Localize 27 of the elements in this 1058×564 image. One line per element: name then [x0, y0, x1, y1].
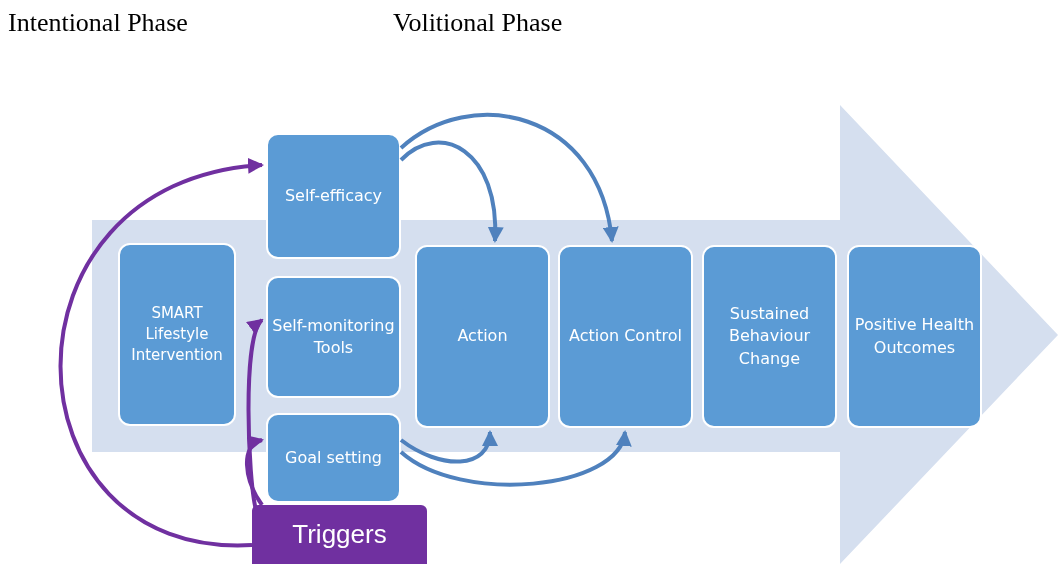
node-label: Self-efficacy	[284, 184, 383, 207]
process-box	[847, 245, 982, 428]
trigger-box	[252, 505, 427, 564]
process-box	[266, 276, 401, 398]
curved-arrow	[246, 318, 264, 511]
node-label: Goal setting	[285, 446, 382, 469]
curved-arrow	[399, 430, 629, 487]
process-box	[118, 243, 236, 426]
node-label: Positive Health Outcomes	[853, 314, 976, 359]
curved-arrow	[399, 113, 618, 243]
curved-arrow	[245, 437, 264, 507]
curved-arrow	[58, 159, 264, 547]
process-box	[266, 413, 401, 503]
node-label: Sustained Behaviour Change	[727, 302, 812, 370]
phase-label: Intentional Phase	[8, 8, 188, 38]
node-label: Action Control	[569, 325, 682, 348]
process-box	[266, 133, 401, 259]
node-label: SMART Lifestyle Intervention	[130, 303, 224, 366]
node-label: Action	[457, 325, 508, 348]
node-label: Triggers	[292, 518, 387, 552]
node-label: Self-monitoring Tools	[271, 314, 396, 359]
process-box	[702, 245, 837, 428]
curved-arrow	[399, 141, 503, 243]
curved-arrow	[399, 430, 497, 464]
process-box	[415, 245, 550, 428]
process-box	[558, 245, 693, 428]
phase-label: Volitional Phase	[393, 8, 563, 38]
